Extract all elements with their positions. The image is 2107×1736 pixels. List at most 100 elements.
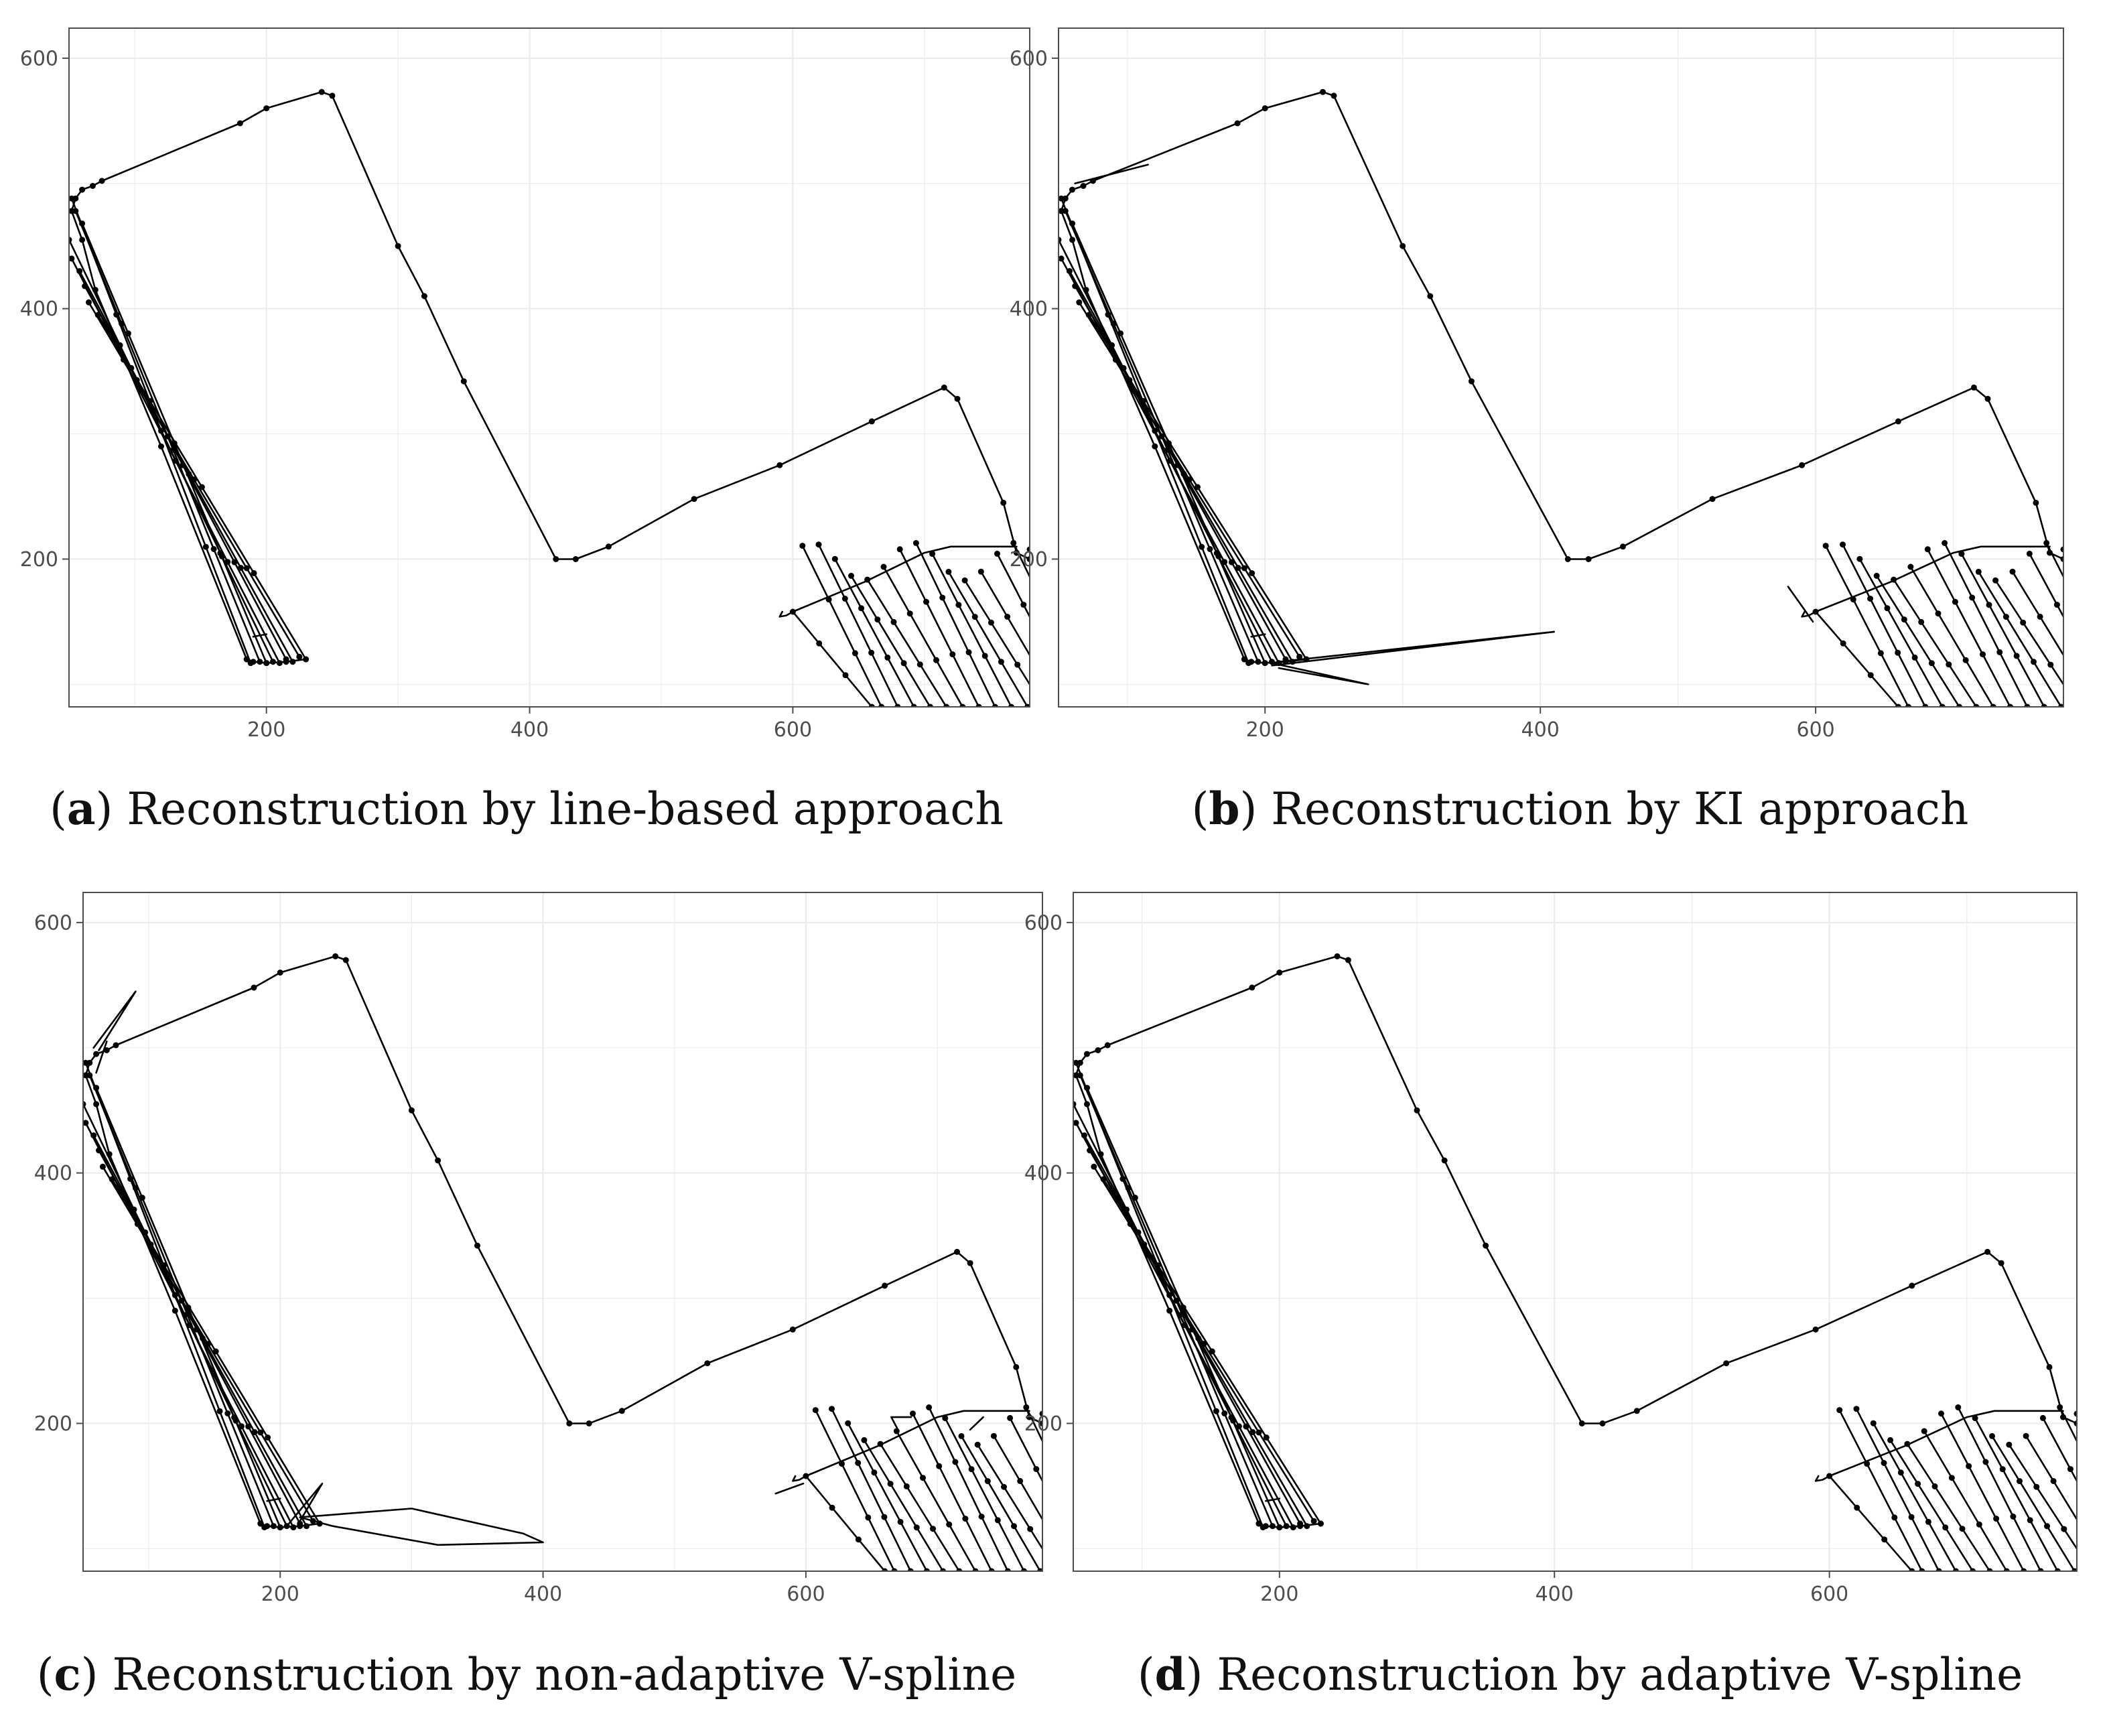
plot-d-strand-point [1290, 1524, 1296, 1531]
plot-c-fan-point [988, 1568, 995, 1571]
plot-b-fan-point [1942, 540, 1948, 546]
plot-c-observation-point [474, 1242, 480, 1249]
plot-d-marks [1073, 953, 2077, 1571]
plot-b-fan-point [2065, 659, 2071, 665]
plot-c-fan-strand-1 [815, 1409, 896, 1571]
plot-a-fan-point [864, 576, 871, 583]
plot-c-strand-point [316, 1520, 323, 1527]
plot-b-fan-point [2047, 661, 2054, 668]
plot-a-fan-point [961, 577, 968, 584]
plot-c-track-segment-6 [92, 990, 137, 1051]
plot-b-fan-point [1840, 640, 1846, 647]
plot-d-y-tick-label: 400 [1024, 1162, 1063, 1185]
plot-d-fan-point [2054, 1568, 2061, 1571]
plot-c-fan-point [978, 1514, 985, 1520]
plot-c-fan-point [936, 1463, 943, 1469]
plot-b-observation-point [1069, 237, 1075, 243]
plot-d-fan-strand-15 [2076, 1412, 2077, 1416]
plot-c-strand-point [86, 1072, 93, 1079]
plot-a-fan-point [988, 619, 994, 626]
plot-a-fan-point [994, 550, 1000, 557]
plot-a-fan-point [831, 555, 838, 562]
plot-d-fan-point [2044, 1523, 2050, 1530]
plot-b-strand-point [1076, 299, 1083, 306]
plot-a-fan-point [912, 540, 919, 546]
plot-c-observation-point [954, 1248, 960, 1255]
plot-a-y-tick-label: 400 [20, 297, 58, 321]
plot-d-fan-point [1887, 1437, 1894, 1443]
plot-d-fan-strand-0 [1828, 1475, 1913, 1571]
plot-b-fan-point [2071, 594, 2077, 600]
plot-b-fan-point [2088, 599, 2094, 605]
plot-b-strand-point [1186, 476, 1193, 483]
plot-b-fan-point [1962, 657, 1969, 663]
plot-a-observation-point [954, 395, 961, 402]
plot-b-fan-strand-7 [1927, 548, 2011, 707]
plot-b-strand-point [1166, 458, 1173, 464]
plot-b-observation-point [1895, 418, 1901, 425]
plot-c-fan-strand-10 [960, 1435, 1041, 1571]
plot-c-fan-point [974, 1441, 981, 1448]
plot-c-fan-point [942, 1415, 949, 1422]
plot-b-fan-point [1867, 672, 1874, 679]
plot-c-marks [83, 953, 1042, 1571]
plot-a-observation-point [158, 443, 164, 450]
plot-d-x-tick-label: 200 [1260, 1583, 1298, 1606]
plot-c-fan-point [972, 1568, 979, 1571]
plot-a-fan-strand-3 [834, 557, 915, 707]
plot-a-fan-point [1024, 704, 1030, 707]
plot-d-strand-point [1270, 1523, 1276, 1530]
plot-c-fan-point [910, 1410, 916, 1417]
plot-d-fan-point [1853, 1406, 1860, 1412]
plot-a-fan-point [1030, 659, 1036, 665]
plot-b-fan-point [1975, 568, 1982, 575]
plot-b-fan-point [1922, 704, 1929, 707]
plot-c-fan-strand-7 [912, 1412, 993, 1571]
plot-a-strand-point [147, 398, 153, 404]
plot-c-fan-point [940, 1568, 947, 1571]
plot-a-fan-strand-2 [817, 543, 899, 707]
plot-a-strand-point [237, 565, 244, 571]
plot-c-fan-point [839, 1461, 845, 1467]
plot-c-track-segment-9 [774, 1482, 805, 1495]
plot-a-x-tick-label: 400 [511, 718, 549, 742]
plot-c-fan-point [845, 1420, 852, 1426]
plot-b-fan-strand-14 [2045, 542, 2063, 579]
plot-a-fan-point [868, 704, 875, 707]
plot-b-fan-point [1969, 594, 1976, 601]
plot-d-fan-point [1966, 1463, 1972, 1469]
plot-c-fan-point [1033, 1466, 1040, 1473]
plot-c-observation-point [408, 1107, 415, 1114]
caption-c-label: c [54, 1648, 81, 1700]
plot-a-fan-point [975, 704, 982, 707]
plot-a-fan-point [1047, 653, 1053, 659]
plot-b-fan-point [2082, 653, 2088, 659]
plot-a-track-segment-3 [778, 610, 794, 618]
plot-a-strand-point [303, 656, 310, 663]
plot-b-fan-point [1935, 610, 1942, 617]
plot-d-observation-point [2046, 1363, 2053, 1370]
plot-b-strand-point [1085, 312, 1092, 318]
plot-d-fan-point [1935, 1568, 1942, 1571]
plot-c-fan-point [920, 1475, 926, 1481]
plot-c-fan-point [1011, 1523, 1017, 1530]
plot-b-observation-point [1069, 186, 1075, 193]
plot-d-fan-point [1989, 1432, 1995, 1439]
plot-c-observation-point [93, 1051, 100, 1057]
plot-a-fan-point [884, 654, 891, 661]
plot-b-fan-point [1812, 608, 1819, 615]
plot-b-fan-point [2060, 546, 2063, 553]
plot-b-observation-point [2033, 499, 2039, 506]
plot-c-observation-point [1013, 1363, 1020, 1370]
plot-d-strand-point [1073, 1059, 1079, 1066]
plot-b-fan-point [1895, 704, 1901, 707]
plot-b-strand-point [1245, 660, 1252, 667]
plot-b-observation-point [1427, 293, 1434, 299]
plot-d-observation-point [1723, 1360, 1730, 1367]
plot-a-fan-point [852, 650, 858, 657]
plot-b-strand-point [1140, 398, 1146, 404]
caption-c: (c) Reconstruction by non-adaptive V-spl… [36, 1648, 1017, 1700]
plot-b-strand-point [1303, 656, 1310, 663]
plot-d-fan-point [1870, 1420, 1877, 1426]
plot-a-fan-point [955, 602, 962, 608]
